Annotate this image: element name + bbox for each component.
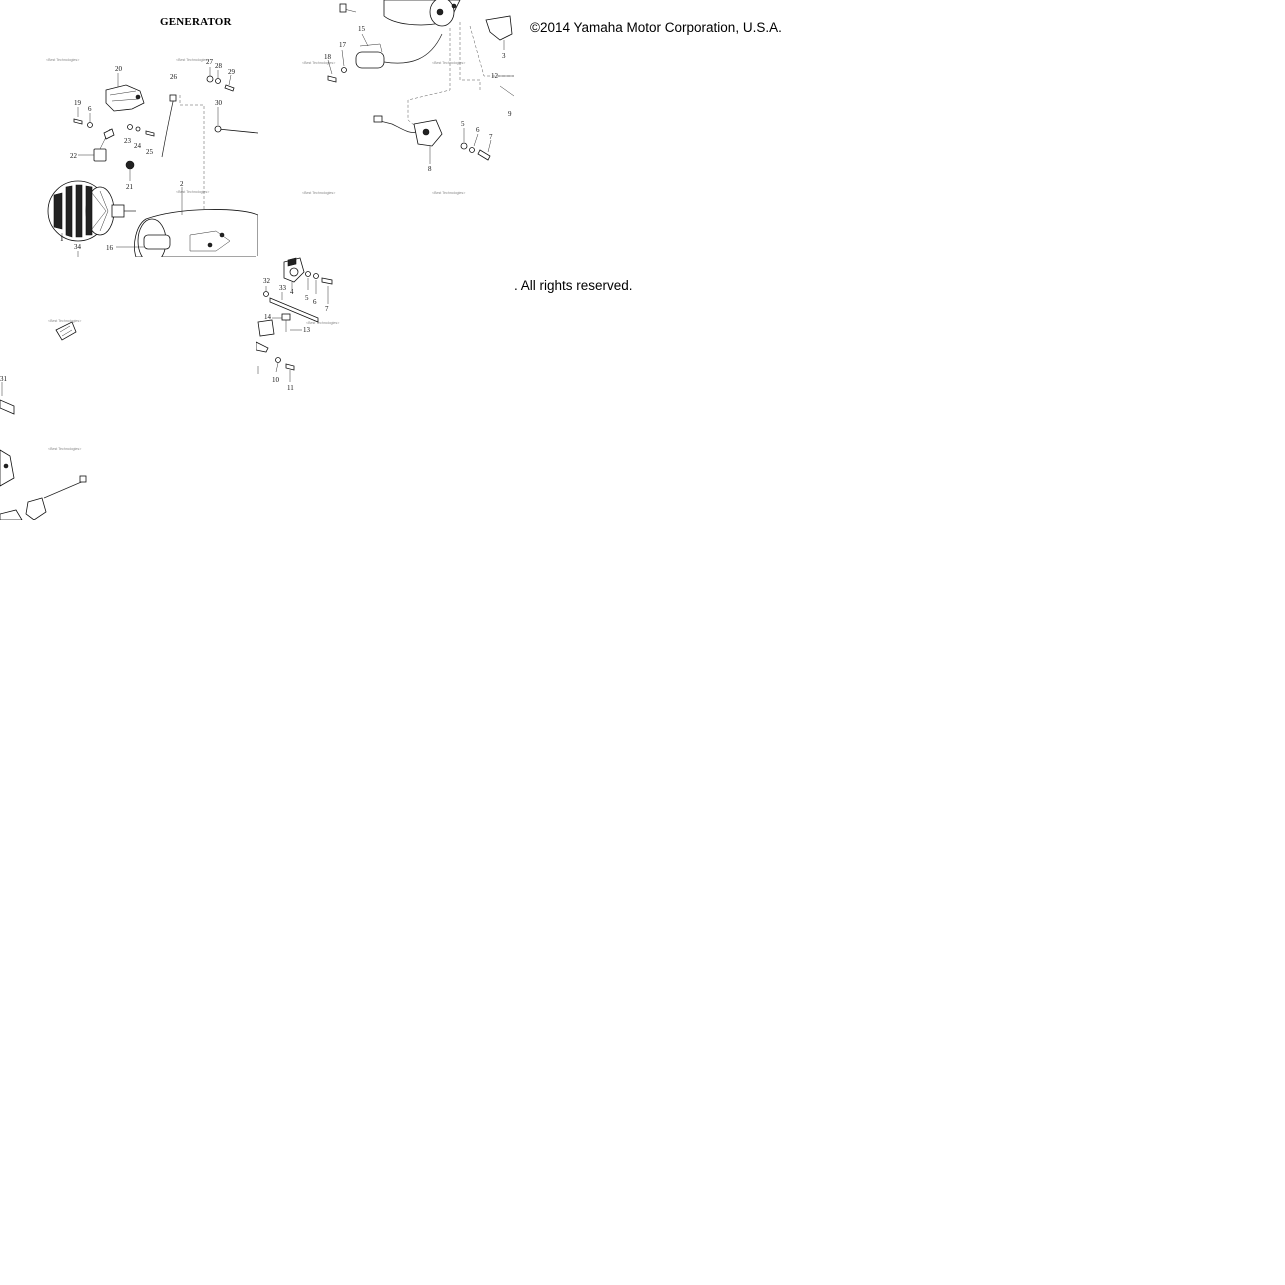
callout-labels: 20 26 27 28 29 19 6 30 23 24 25 22 21 2 … [60, 58, 236, 252]
svg-text:14: 14 [264, 313, 272, 321]
svg-text:34: 34 [74, 243, 82, 251]
callout-labels: 31 [0, 375, 8, 383]
watermark-text: <Best Technologies> [302, 61, 335, 65]
brush-assembly-part [283, 257, 305, 283]
svg-text:20: 20 [115, 65, 123, 73]
svg-text:12: 12 [491, 72, 499, 80]
svg-text:31: 31 [0, 375, 8, 383]
svg-text:6: 6 [88, 105, 92, 113]
watermark-text: <Best Technologies> [48, 319, 81, 323]
svg-text:5: 5 [305, 294, 309, 302]
svg-text:4: 4 [290, 288, 294, 296]
svg-text:13: 13 [303, 326, 311, 334]
rectifier-part [413, 119, 443, 147]
watermark-text: <Best Technologies> [176, 190, 209, 194]
svg-text:26: 26 [170, 73, 178, 81]
watermark-text: <Best Technologies> [432, 61, 465, 65]
svg-text:9: 9 [508, 110, 512, 118]
svg-text:10: 10 [272, 376, 280, 384]
svg-text:7: 7 [489, 133, 493, 141]
svg-text:24: 24 [134, 142, 142, 150]
callout-labels: 32 33 4 5 6 7 14 13 10 11 [263, 277, 329, 392]
cover-fragment-part [0, 449, 15, 487]
svg-text:5: 5 [461, 120, 465, 128]
condenser-part [355, 33, 443, 69]
brush-holder-part [105, 84, 145, 112]
watermark-text: <Best Technologies> [432, 191, 465, 195]
svg-text:8: 8 [428, 165, 432, 173]
watermark-text: <Best Technologies> [176, 58, 209, 62]
watermark-text: <Best Technologies> [302, 191, 335, 195]
svg-text:32: 32 [263, 277, 271, 285]
svg-text:23: 23 [124, 137, 132, 145]
copyright-notice: ©2014 Yamaha Motor Corporation, U.S.A. [530, 20, 782, 35]
svg-text:22: 22 [70, 152, 78, 160]
svg-text:17: 17 [339, 41, 347, 49]
svg-text:16: 16 [106, 244, 114, 252]
callout-labels: 15 17 18 12 3 5 6 7 8 9 [324, 25, 512, 173]
generator-end-cover-part [339, 0, 461, 27]
generator-yoke-part [134, 209, 258, 257]
watermark-text: <Best Technologies> [306, 321, 339, 325]
svg-text:30: 30 [215, 99, 223, 107]
svg-text:1: 1 [60, 235, 64, 243]
svg-text:33: 33 [279, 284, 287, 292]
svg-text:19: 19 [74, 99, 82, 107]
svg-text:6: 6 [313, 298, 317, 306]
diagram-tile-top-middle: <Best Technologies> <Best Technologies> … [300, 0, 514, 200]
diagram-tile-left-lower: <Best Technologies> <Best Technologies> … [0, 310, 90, 520]
diagram-tile-middle: <Best Technologies> 32 33 [256, 256, 346, 396]
watermark-text: <Best Technologies> [46, 58, 79, 62]
svg-text:21: 21 [126, 183, 134, 191]
svg-text:15: 15 [358, 25, 366, 33]
svg-text:6: 6 [476, 126, 480, 134]
svg-text:25: 25 [146, 148, 154, 156]
diagram-tile-top-left: <Best Technologies> <Best Technologies> … [40, 45, 258, 257]
svg-text:29: 29 [228, 68, 236, 76]
svg-text:27: 27 [206, 58, 214, 66]
armature-part [47, 180, 136, 242]
svg-text:11: 11 [287, 384, 294, 392]
rights-notice: . All rights reserved. [514, 278, 633, 293]
watermark-text: <Best Technologies> [48, 447, 81, 451]
svg-text:2: 2 [180, 180, 184, 188]
svg-text:28: 28 [215, 62, 223, 70]
diagram-title: GENERATOR [160, 16, 232, 28]
svg-text:7: 7 [325, 305, 329, 313]
svg-text:18: 18 [324, 53, 332, 61]
svg-text:3: 3 [502, 52, 506, 60]
